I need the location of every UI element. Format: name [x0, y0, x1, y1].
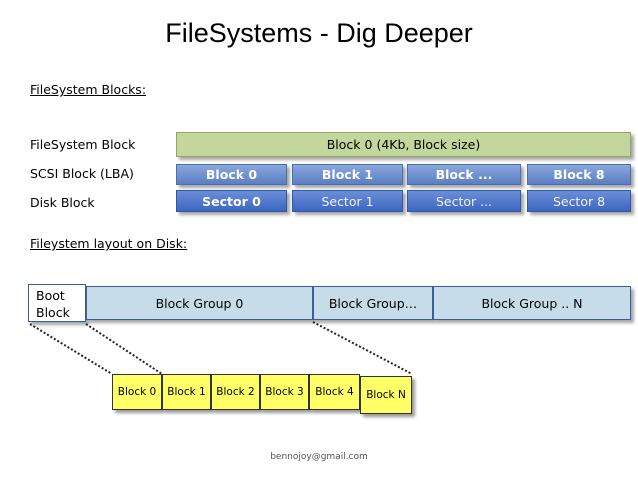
group-block-2: Block 2: [211, 374, 260, 410]
block-group-n: Block Group .. N: [433, 286, 631, 320]
group-block-1: Block 1: [162, 374, 211, 410]
footer-email: bennojoy@gmail.com: [270, 452, 368, 462]
scsi-block-1: Block 1: [292, 164, 403, 185]
block-group-0: Block Group 0: [86, 286, 313, 320]
connector-left-inner: [85, 323, 163, 375]
group-block-0: Block 0: [112, 374, 162, 410]
page-title: FileSystems - Dig Deeper: [165, 18, 473, 48]
filesystem-block-label: FileSystem Block: [30, 137, 136, 152]
disk-sector-0: Sector 0: [176, 190, 287, 212]
connector-right: [312, 321, 413, 375]
boot-block: Boot Block: [28, 284, 86, 322]
scsi-block-8: Block 8: [527, 164, 631, 185]
connector-left-outer: [29, 323, 113, 375]
filesystem-layout-heading: Fileystem layout on Disk:: [30, 236, 188, 251]
scsi-block-ellipsis: Block ...: [407, 164, 521, 185]
group-block-3: Block 3: [260, 374, 309, 410]
group-block-4: Block 4: [309, 374, 360, 410]
group-block-n: Block N: [360, 376, 412, 414]
scsi-block-0: Block 0: [176, 164, 287, 185]
filesystem-block-bar: Block 0 (4Kb, Block size): [176, 132, 631, 157]
disk-sector-ellipsis: Sector ...: [407, 190, 521, 212]
filesystem-blocks-heading: FileSystem Blocks:: [30, 82, 147, 97]
disk-sector-1: Sector 1: [292, 190, 403, 212]
disk-sector-8: Sector 8: [527, 190, 631, 212]
scsi-block-label: SCSI Block (LBA): [30, 166, 134, 181]
block-group-ellipsis: Block Group…: [313, 286, 433, 320]
disk-block-label: Disk Block: [30, 195, 95, 210]
